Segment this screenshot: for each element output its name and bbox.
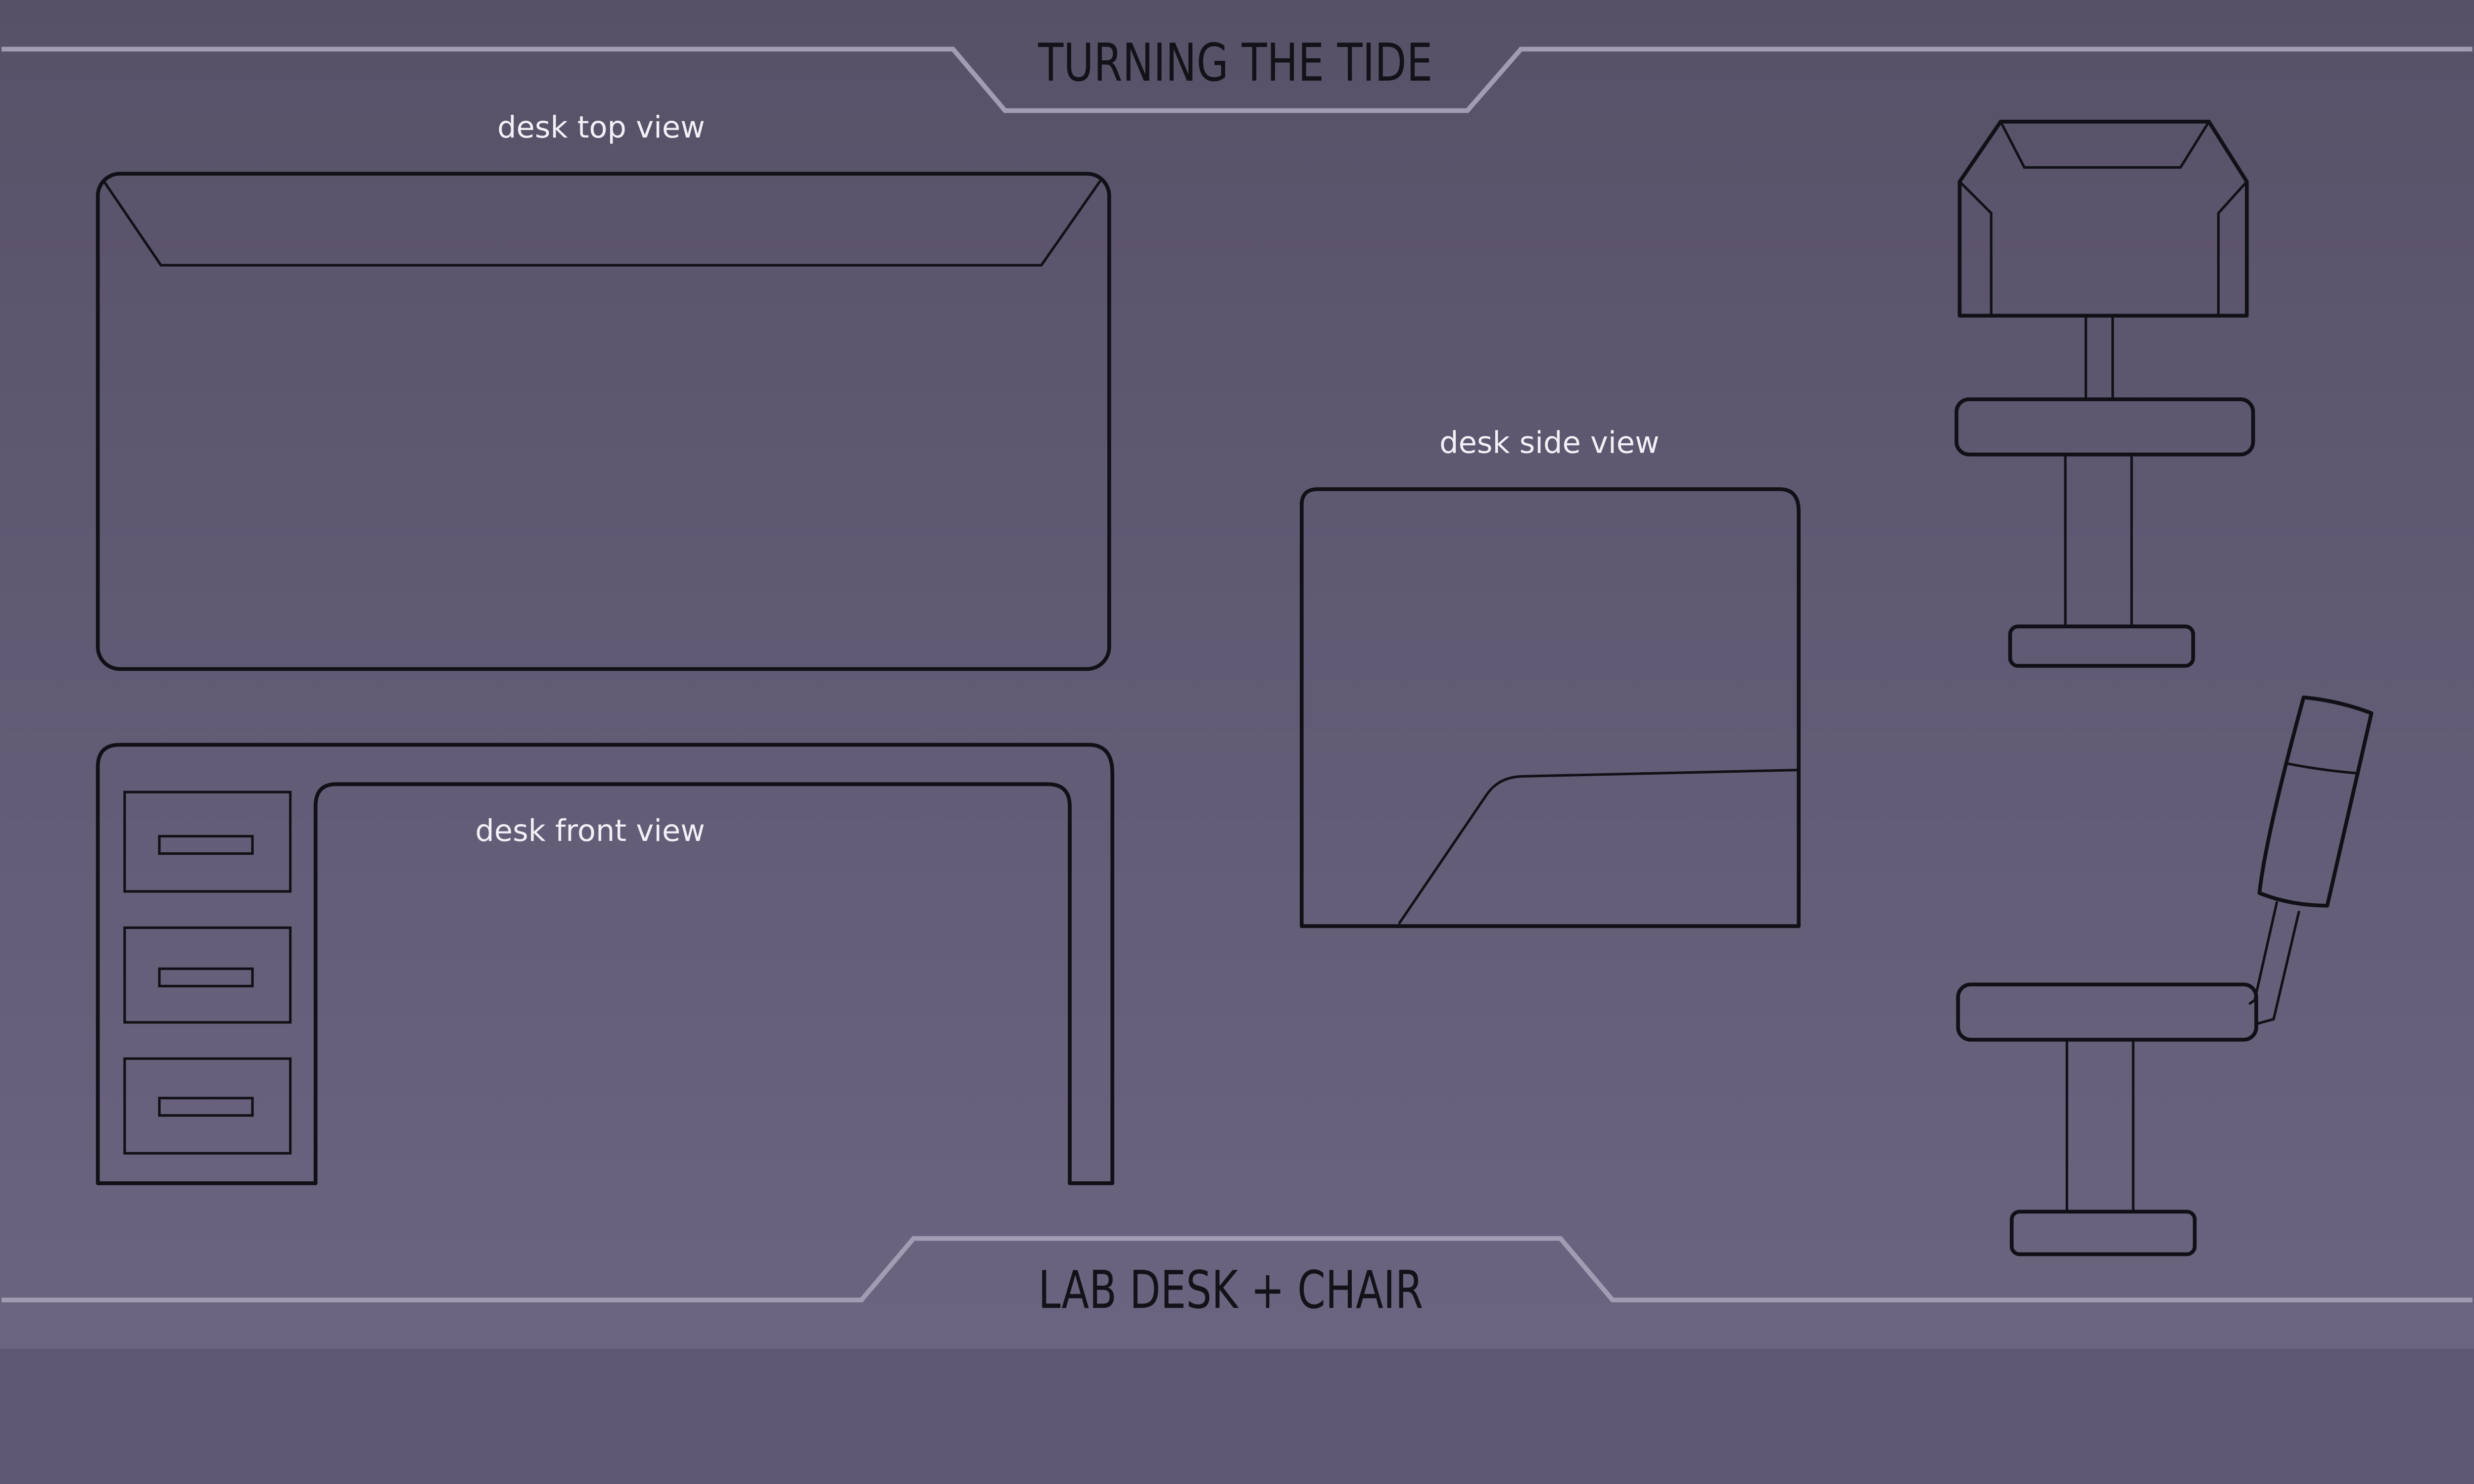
footer-frame-line bbox=[1, 1236, 2473, 1302]
chair-side-back-support-rear bbox=[2255, 910, 2300, 1025]
drawer-3 bbox=[123, 1057, 292, 1155]
chair-backrest-top-bevel bbox=[1999, 120, 2210, 169]
drawer-3-handle bbox=[158, 1097, 254, 1117]
chair-side-backrest bbox=[2257, 696, 2374, 908]
desk-front-view: desk front view bbox=[95, 742, 1114, 1185]
desk-top-bevel bbox=[102, 180, 1101, 267]
chair-side-base bbox=[2009, 1209, 2197, 1256]
header-frame-line bbox=[1, 46, 2473, 113]
drawer-1-handle bbox=[158, 835, 254, 855]
concept-sheet: TURNING THE TIDE LAB DESK + CHAIR desk t… bbox=[0, 0, 2474, 1349]
chair-backrest-left-bevel bbox=[1958, 180, 1993, 317]
chair-front-view bbox=[1954, 120, 2255, 668]
desk-front-view-label: desk front view bbox=[475, 814, 705, 848]
desk-side-contour bbox=[1398, 769, 1800, 925]
sheet-title: TURNING THE TIDE bbox=[1038, 32, 1432, 93]
desk-top-view: desk top view bbox=[95, 110, 1111, 671]
chair-side-backrest-seam bbox=[2286, 762, 2357, 775]
desk-top-view-label: desk top view bbox=[497, 110, 705, 145]
desk-side-view: desk side view bbox=[1299, 426, 1801, 928]
desk-top-outline bbox=[95, 172, 1111, 671]
desk-front-outline bbox=[95, 742, 1114, 1185]
chair-backrest-right-bevel bbox=[2217, 180, 2248, 317]
background bbox=[0, 0, 2474, 1349]
desk-side-view-label: desk side view bbox=[1439, 426, 1660, 461]
drawer-1 bbox=[123, 790, 292, 893]
drawer-2 bbox=[123, 926, 292, 1024]
chair-base bbox=[2008, 624, 2195, 668]
chair-side-view bbox=[1956, 696, 2374, 1256]
drawer-2-handle bbox=[158, 967, 254, 987]
sheet-subtitle: LAB DESK + CHAIR bbox=[1038, 1259, 1423, 1320]
desk-side-outline bbox=[1299, 487, 1801, 928]
